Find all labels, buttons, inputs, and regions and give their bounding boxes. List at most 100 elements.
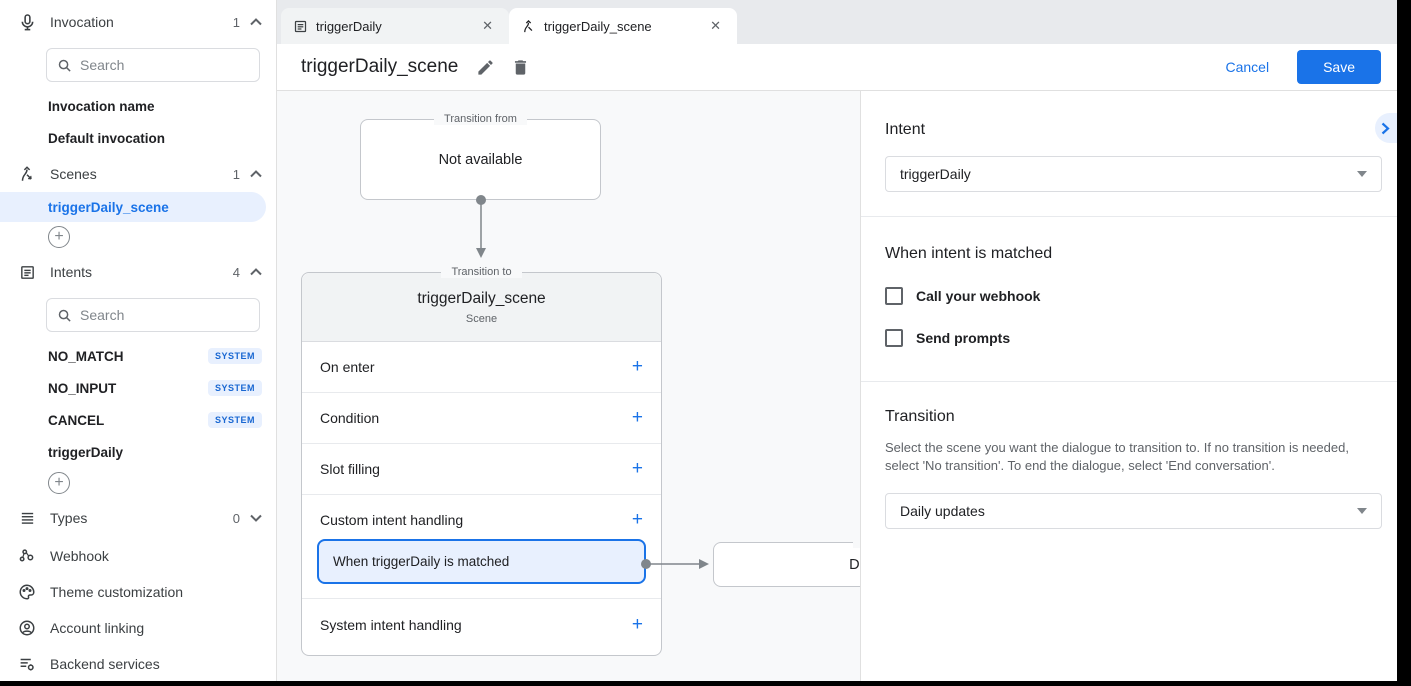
- connector-down-arrow: [476, 195, 486, 258]
- transition-from-value: Not available: [438, 151, 523, 168]
- section-label: Types: [50, 510, 88, 526]
- search-icon: [58, 309, 71, 322]
- scene-row-custom-intent-handling: Custom intent handling + When triggerDai…: [302, 495, 661, 599]
- box-legend: Transition from: [361, 113, 600, 125]
- chevron-up-icon[interactable]: [250, 170, 262, 178]
- checkbox-unchecked[interactable]: [885, 329, 903, 347]
- sidebar-item-webhook[interactable]: Webhook: [0, 538, 276, 574]
- webhook-icon: [16, 547, 38, 565]
- sidebar-item-theme-customization[interactable]: Theme customization: [0, 574, 276, 610]
- intent-handler-chip[interactable]: When triggerDaily is matched: [317, 539, 646, 584]
- chevron-up-icon[interactable]: [250, 18, 262, 26]
- intent-editor-panel: Intent triggerDaily When intent is match…: [860, 91, 1397, 681]
- scene-row-system-intent-handling[interactable]: System intent handling +: [320, 613, 643, 635]
- sidebar-item-invocation-name[interactable]: Invocation name: [48, 98, 155, 114]
- plus-icon: +: [54, 474, 64, 491]
- sidebar-item-triggerdaily-scene-selected[interactable]: triggerDaily_scene: [0, 192, 266, 222]
- section-count: 4: [232, 264, 240, 280]
- section-label: Invocation: [50, 14, 114, 30]
- divider: [861, 216, 1397, 217]
- scene-row-slot-filling[interactable]: Slot filling +: [302, 444, 661, 495]
- tab-triggerdaily-scene[interactable]: triggerDaily_scene ✕: [509, 8, 737, 44]
- scene-graph-canvas[interactable]: Transition from Not available Transition…: [277, 91, 860, 681]
- collapse-panel-button[interactable]: [1375, 113, 1397, 143]
- section-count: 1: [232, 166, 240, 182]
- search-input[interactable]: [80, 57, 210, 73]
- sidebar-section-intents[interactable]: Intents 4: [0, 256, 276, 288]
- close-icon[interactable]: ✕: [710, 18, 721, 33]
- sidebar-item-account-linking[interactable]: Account linking: [0, 610, 276, 646]
- intent-select[interactable]: triggerDaily: [885, 156, 1382, 192]
- search-input[interactable]: [80, 307, 210, 323]
- transition-select[interactable]: Daily updates: [885, 493, 1382, 529]
- plus-icon[interactable]: +: [631, 509, 643, 530]
- call-webhook-checkbox-row[interactable]: Call your webhook: [885, 287, 1397, 305]
- add-scene-button[interactable]: +: [48, 226, 70, 248]
- account-icon: [16, 619, 38, 637]
- close-icon[interactable]: ✕: [482, 18, 493, 33]
- sidebar: Invocation 1 Invocation name Default inv…: [0, 0, 277, 681]
- system-badge: SYSTEM: [207, 380, 262, 396]
- plus-icon[interactable]: +: [631, 407, 643, 428]
- main-area: triggerDaily ✕ triggerDaily_scene ✕ trig…: [277, 0, 1397, 681]
- sidebar-section-scenes[interactable]: Scenes 1: [0, 158, 276, 190]
- search-icon: [58, 59, 71, 72]
- scene-card-header[interactable]: triggerDaily_scene Scene: [302, 273, 661, 342]
- delete-icon[interactable]: [511, 58, 530, 77]
- scene-row-on-enter[interactable]: On enter +: [302, 342, 661, 393]
- tab-strip: triggerDaily ✕ triggerDaily_scene ✕: [277, 0, 1397, 44]
- intents-search[interactable]: [46, 298, 260, 332]
- sidebar-item-no-input[interactable]: NO_INPUT SYSTEM: [0, 372, 276, 404]
- sidebar-item-default-invocation[interactable]: Default invocation: [48, 130, 166, 146]
- sidebar-item-no-match[interactable]: NO_MATCH SYSTEM: [0, 340, 276, 372]
- edit-icon[interactable]: [476, 58, 495, 77]
- tab-triggerdaily[interactable]: triggerDaily ✕: [281, 8, 509, 44]
- scene-row-condition[interactable]: Condition +: [302, 393, 661, 444]
- send-prompts-checkbox-row[interactable]: Send prompts: [885, 329, 1397, 347]
- plus-icon[interactable]: +: [631, 356, 643, 377]
- transition-target-box[interactable]: Transition to Daily updates: [713, 536, 860, 587]
- add-intent-button[interactable]: +: [48, 472, 70, 494]
- chevron-down-icon[interactable]: [250, 514, 262, 522]
- transition-select-value: Daily updates: [900, 503, 985, 519]
- transition-description: Select the scene you want the dialogue t…: [885, 440, 1349, 473]
- palette-icon: [16, 583, 38, 601]
- sidebar-section-types[interactable]: Types 0: [0, 502, 276, 534]
- plus-icon[interactable]: +: [631, 458, 643, 479]
- checkbox-unchecked[interactable]: [885, 287, 903, 305]
- title-bar: triggerDaily_scene Cancel Save: [277, 44, 1397, 90]
- sidebar-item-triggerdaily[interactable]: triggerDaily: [48, 444, 124, 460]
- sidebar-item-cancel[interactable]: CANCEL SYSTEM: [0, 404, 276, 436]
- scenes-icon: [16, 165, 38, 183]
- sidebar-item-backend-services[interactable]: Backend services: [0, 646, 276, 681]
- system-badge: SYSTEM: [207, 412, 262, 428]
- scene-tab-icon: [521, 19, 536, 34]
- transition-target-value: Daily updates: [849, 556, 860, 573]
- section-label: Scenes: [50, 166, 97, 182]
- dropdown-arrow-icon: [1357, 171, 1367, 177]
- microphone-icon: [16, 13, 38, 32]
- save-button[interactable]: Save: [1297, 50, 1381, 84]
- scene-type-label: Scene: [465, 312, 498, 325]
- dropdown-arrow-icon: [1357, 508, 1367, 514]
- section-label: Intents: [50, 264, 93, 280]
- cancel-button[interactable]: Cancel: [1225, 59, 1270, 75]
- section-count: 1: [232, 14, 240, 30]
- intents-icon: [16, 264, 38, 281]
- chevron-up-icon[interactable]: [250, 268, 262, 276]
- backend-services-icon: [16, 655, 38, 673]
- scene-card: Transition to triggerDaily_scene Scene O…: [301, 266, 662, 656]
- system-badge: SYSTEM: [207, 348, 262, 364]
- sidebar-section-invocation[interactable]: Invocation 1: [0, 6, 276, 38]
- types-icon: [16, 510, 38, 527]
- page-title: triggerDaily_scene: [301, 56, 459, 77]
- chevron-right-icon: [1381, 122, 1390, 134]
- plus-icon[interactable]: +: [631, 613, 643, 635]
- section-count: 0: [232, 510, 240, 526]
- intent-select-value: triggerDaily: [900, 166, 971, 182]
- box-legend: Transition to: [714, 536, 860, 548]
- intent-heading: Intent: [885, 121, 926, 138]
- invocation-search[interactable]: [46, 48, 260, 82]
